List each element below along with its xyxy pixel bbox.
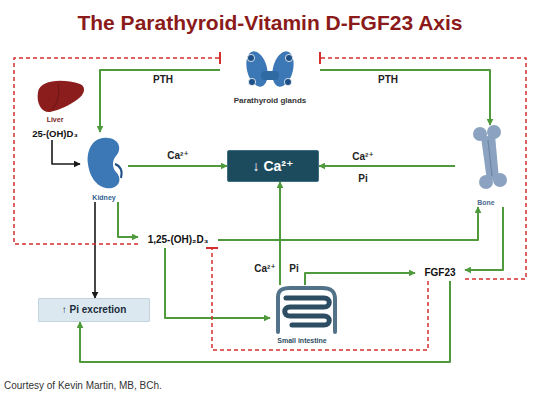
bone-icon bbox=[473, 125, 507, 189]
node-label: Kidney bbox=[92, 194, 115, 202]
edge-label: PTH bbox=[370, 74, 406, 86]
organ-node: Small intestine bbox=[270, 285, 334, 345]
stimulation-arrow bbox=[52, 140, 80, 164]
thyroid-icon bbox=[243, 49, 297, 89]
hormone-node: FGF23 bbox=[415, 265, 465, 281]
node-label: Small intestine bbox=[277, 337, 326, 345]
organ-node: Kidney bbox=[80, 132, 128, 202]
thyroid-isthmus bbox=[261, 71, 279, 80]
stimulation-arrow bbox=[118, 202, 138, 237]
small-intestine-coil bbox=[285, 298, 330, 325]
inhibition-line bbox=[212, 248, 428, 350]
node-label: ↓ Ca²⁺ bbox=[253, 158, 294, 174]
node-label: Liver bbox=[47, 116, 64, 124]
liver-shape bbox=[38, 81, 84, 112]
edge-label: Pi bbox=[284, 263, 304, 275]
hormone-node: 1,25-(OH)₂D₃ bbox=[138, 232, 218, 248]
colon-loop bbox=[278, 288, 335, 332]
parathyroid-gland bbox=[285, 54, 292, 61]
kidney-shape bbox=[88, 138, 120, 188]
gland-node: Parathyroid glands bbox=[220, 45, 320, 105]
stimulation-arrow bbox=[320, 70, 490, 125]
ureter bbox=[115, 164, 122, 178]
node-label: FGF23 bbox=[424, 267, 455, 279]
diagram-title: The Parathyroid-Vitamin D-FGF23 Axis bbox=[0, 11, 540, 35]
node-label: ↑ Pi excretion bbox=[62, 304, 126, 316]
thyroid-lobe bbox=[269, 49, 297, 89]
edge-label: Ca²⁺ bbox=[158, 150, 198, 162]
bone-knob bbox=[479, 175, 493, 189]
parathyroid-gland bbox=[247, 54, 254, 61]
credit-caption: Courtesy of Kevin Martin, MB, BCh. bbox=[4, 380, 162, 391]
bone-shade bbox=[488, 140, 492, 176]
node-label: 1,25-(OH)₂D₃ bbox=[148, 234, 209, 246]
stimulation-arrow bbox=[128, 165, 227, 167]
organ-node: Bone bbox=[455, 125, 517, 207]
stimulation-arrow bbox=[94, 202, 96, 298]
node-label: Parathyroid glands bbox=[234, 96, 306, 105]
intestine-icon bbox=[278, 288, 335, 332]
parathyroid-gland bbox=[284, 78, 291, 85]
liver-icon bbox=[38, 81, 84, 112]
inhibition-line bbox=[320, 58, 526, 279]
stimulation-arrow bbox=[165, 248, 270, 318]
calcium-box: ↓ Ca²⁺ bbox=[227, 150, 319, 182]
stimulation-arrow bbox=[100, 70, 220, 132]
edge-label: Ca²⁺ bbox=[252, 263, 278, 275]
thyroid-lobe bbox=[243, 49, 271, 89]
edge-label: Ca²⁺ Pi bbox=[349, 146, 377, 190]
organ-node: Liver 25-(OH)D₃ bbox=[25, 78, 85, 140]
liver-lobe-line bbox=[52, 84, 59, 110]
inhibition-line bbox=[14, 58, 220, 244]
edge-label: PTH bbox=[145, 74, 181, 86]
node-sublabel: 25-(OH)D₃ bbox=[32, 129, 78, 140]
bone-knob bbox=[493, 173, 507, 187]
kidney-icon bbox=[88, 138, 122, 188]
parathyroid-gland bbox=[248, 78, 255, 85]
stimulation-arrow bbox=[305, 273, 415, 285]
stimulation-arrow bbox=[319, 165, 455, 167]
process-box: ↑ Pi excretion bbox=[38, 298, 150, 322]
stimulation-arrow bbox=[465, 207, 503, 270]
stimulation-arrow bbox=[279, 182, 281, 285]
node-label: Bone bbox=[477, 199, 495, 207]
stimulation-arrow bbox=[218, 207, 478, 240]
